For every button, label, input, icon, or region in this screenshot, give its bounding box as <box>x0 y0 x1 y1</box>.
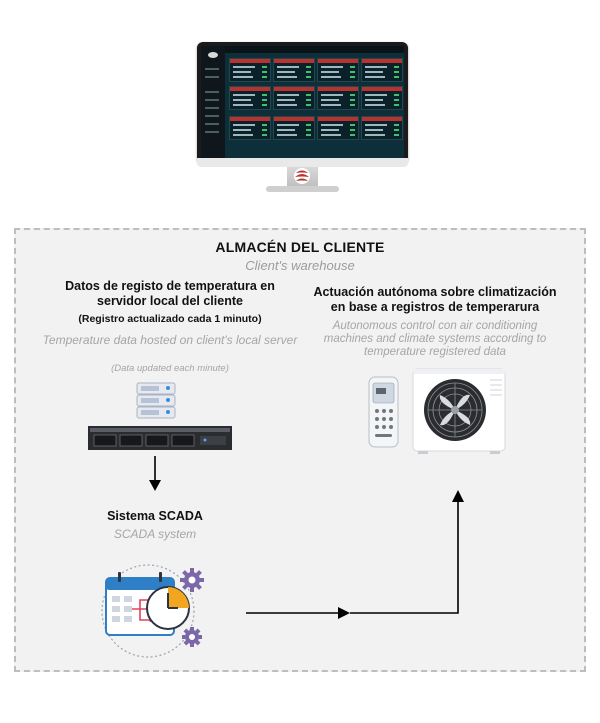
dashboard-tile <box>361 116 403 140</box>
dashboard-tile <box>273 116 315 140</box>
dashboard-tile <box>317 58 359 82</box>
dashboard-sidebar <box>201 46 225 158</box>
dashboard-tile <box>273 86 315 110</box>
warehouse-subtitle: Client's warehouse <box>245 258 355 273</box>
dashboard-tile <box>361 58 403 82</box>
server-data-heading: Datos de registo de temperatura en servi… <box>65 279 275 308</box>
server-data-note: (Registro actualizado cada 1 minuto) <box>78 313 262 325</box>
dashboard-tile <box>273 58 315 82</box>
monitor-chin <box>197 158 408 167</box>
monitor-base <box>266 186 339 192</box>
dashboard-topbar <box>225 46 404 53</box>
dashboard-tile <box>317 116 359 140</box>
scada-title: Sistema SCADA <box>107 509 203 523</box>
dashboard-tile <box>229 116 271 140</box>
dashboard-tile <box>317 86 359 110</box>
dashboard-monitor-icon <box>201 46 404 158</box>
scada-subtitle: SCADA system <box>113 527 197 541</box>
autonomous-control-english: Autonomous control con air conditioning … <box>323 320 547 358</box>
warehouse-title: ALMACÉN DEL CLIENTE <box>215 239 385 255</box>
server-data-english-heading: Temperature data hosted on client's loca… <box>42 333 298 347</box>
dashboard-tile <box>361 86 403 110</box>
dashboard-tile <box>229 58 271 82</box>
dashboard-tile <box>229 86 271 110</box>
server-data-english-note: (Data updated each minute) <box>111 363 229 374</box>
autonomous-control-heading: Actuación autónoma sobre climatización e… <box>313 285 557 314</box>
